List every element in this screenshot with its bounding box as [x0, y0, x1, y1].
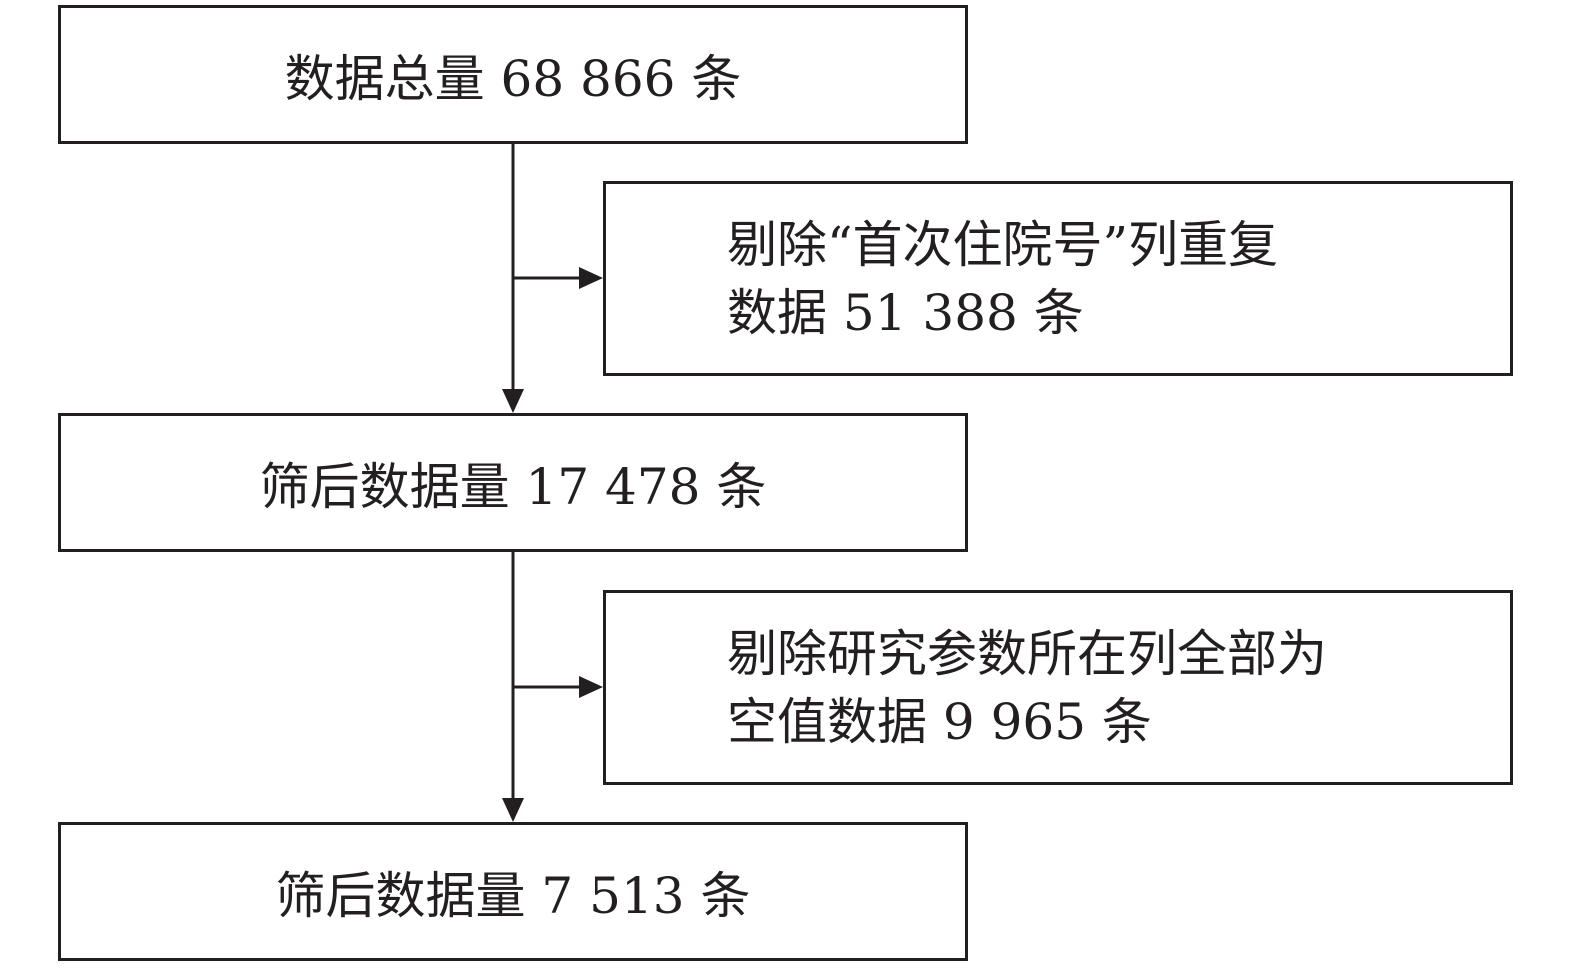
- step-label-remove-duplicates-line1: 剔除“首次住院号”列重复: [727, 215, 1279, 274]
- step-label-remove-duplicates-line2: 数据 51 388 条: [727, 283, 1084, 342]
- step-label-total-data: 数据总量 68 866 条: [284, 49, 742, 108]
- step-label-filtered-data-2: 筛后数据量 7 513 条: [275, 866, 751, 925]
- step-label-remove-empty-line1: 剔除研究参数所在列全部为: [727, 624, 1327, 683]
- step-label-filtered-data-1: 筛后数据量 17 478 条: [259, 457, 767, 516]
- step-box-remove-duplicates: 剔除“首次住院号”列重复 数据 51 388 条: [603, 181, 1513, 376]
- arrowhead-to-step5: [502, 798, 524, 822]
- step-box-remove-empty: 剔除研究参数所在列全部为 空值数据 9 965 条: [603, 590, 1513, 785]
- step-label-remove-empty-line2: 空值数据 9 965 条: [727, 692, 1152, 751]
- step-box-filtered-data-2: 筛后数据量 7 513 条: [58, 822, 968, 961]
- arrowhead-to-step2: [579, 267, 603, 289]
- step-box-total-data: 数据总量 68 866 条: [58, 5, 968, 144]
- step-box-filtered-data-1: 筛后数据量 17 478 条: [58, 413, 968, 552]
- arrowhead-to-step4: [579, 676, 603, 698]
- arrowhead-to-step3: [502, 389, 524, 413]
